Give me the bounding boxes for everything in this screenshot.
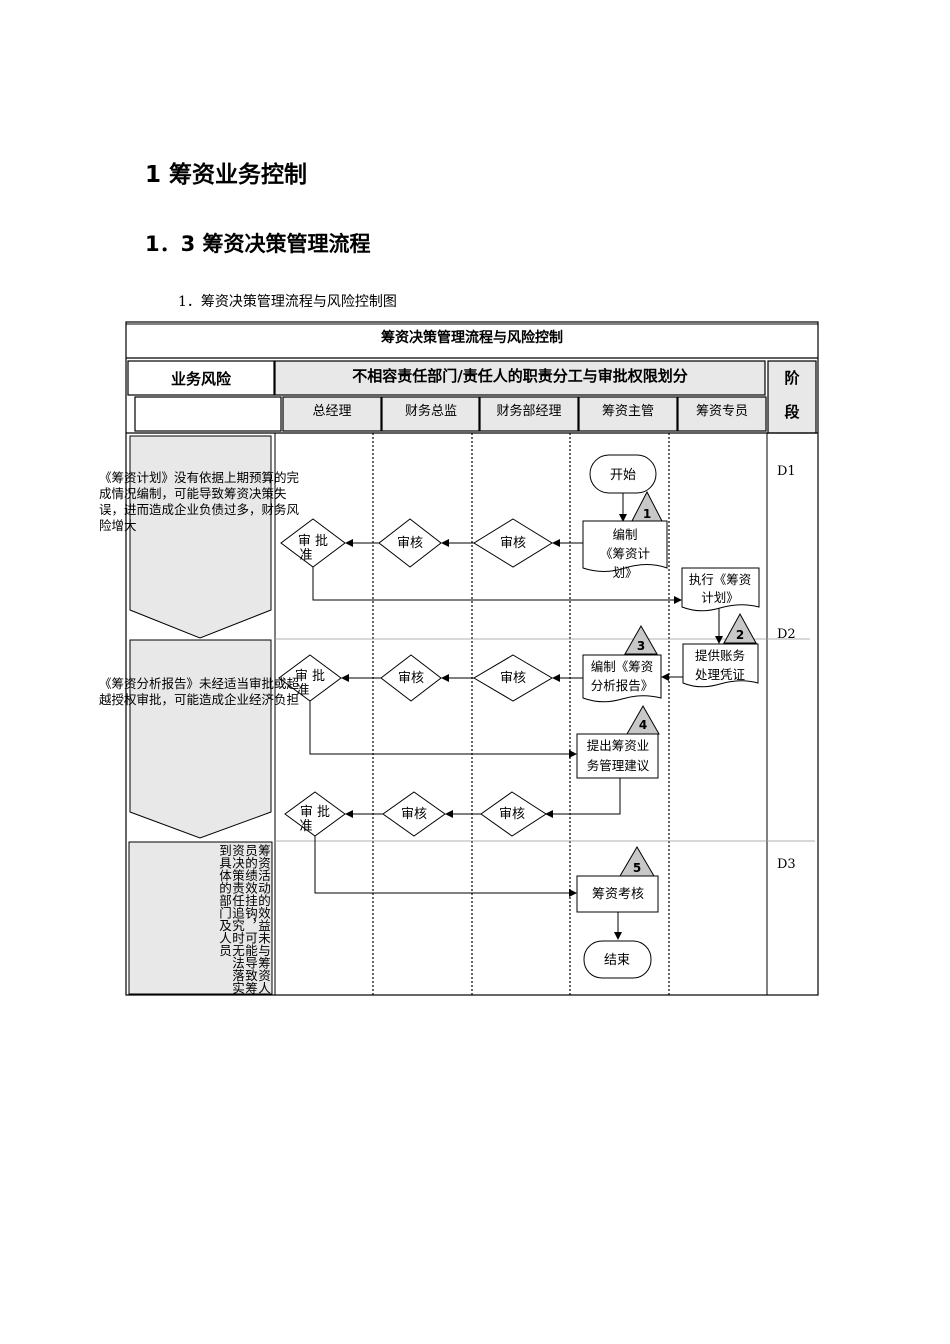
exec-plan-doc: [681, 567, 760, 612]
role-general-manager: 总经理: [312, 404, 351, 419]
risk-shape-1: [129, 435, 272, 639]
accounting-label-2: 处理凭证: [695, 667, 746, 682]
role-finance-director: 财务总监: [405, 403, 457, 419]
exec-plan-label-2: 计划》: [701, 590, 739, 605]
approve-d1-label-2: 准: [299, 548, 312, 563]
accounting-label-1: 提供账务: [695, 648, 745, 663]
role-financing-supervisor: 筹资主管: [602, 403, 654, 419]
end-label: 结束: [604, 953, 630, 968]
step4-label-1: 提出筹资业: [587, 738, 650, 753]
step1-doc: [582, 520, 668, 572]
marker-2: [723, 612, 757, 644]
step4-box: [576, 733, 659, 779]
risk-text-3: 筹资活动的效益未与筹资人员的绩效挂钩，可能导致筹资决策责任追究时无法落实到具体的…: [217, 844, 271, 994]
step3-label-2: 分析报告》: [591, 678, 654, 693]
approve-d2-2-label-1: 审 批: [300, 805, 330, 820]
risk-text-1: 《筹资计划》没有依据上期预算的完成情况编制，可能导致筹资决策失误，进而造成企业负…: [99, 470, 300, 533]
approve-d2-1-label-2: 准: [296, 683, 309, 698]
step3-label-1: 编制《筹资: [591, 659, 654, 674]
approve-d2-2-label-2: 准: [299, 819, 312, 834]
marker-3-label: 3: [637, 639, 645, 653]
stage-header: [767, 360, 817, 434]
role-finance-manager: 财务部经理: [496, 403, 561, 419]
figure-caption: 1．筹资决策管理流程与风险控制图: [178, 294, 397, 310]
marker-1-label: 1: [643, 507, 651, 521]
accounting-doc: [682, 643, 759, 688]
table-title: 筹资决策管理流程与风险控制: [381, 329, 563, 346]
marker-2-label: 2: [736, 628, 744, 642]
step1-label-1: 编制: [612, 527, 637, 542]
risk-header: 业务风险: [171, 370, 232, 388]
risk-shape-2: [129, 639, 272, 839]
review-d2-3-label: 审核: [499, 807, 525, 822]
role-financing-specialist: 筹资专员: [696, 403, 748, 419]
review-d2-1: [473, 654, 553, 702]
step4-label-2: 务管理建议: [587, 758, 650, 773]
stage-header-char-1: 阶: [784, 369, 800, 387]
heading-2: 1．3 筹资决策管理流程: [145, 232, 371, 256]
stage-d2: D2: [777, 627, 796, 642]
exec-plan-label-1: 执行《筹资: [689, 572, 752, 587]
heading-1: 1 筹资业务控制: [145, 162, 308, 188]
review-d1-1-label: 审核: [500, 536, 526, 551]
approve-d1-label-1: 审 批: [298, 534, 328, 549]
step1-label-3: 划》: [612, 565, 637, 580]
step3-doc: [582, 654, 662, 703]
review-d2-4: [382, 791, 446, 837]
end-node: [583, 940, 652, 979]
stage-d1: D1: [777, 464, 796, 479]
step5-box: [576, 875, 659, 913]
step1-label-2: 《筹资计: [600, 546, 650, 561]
review-d2-2: [380, 654, 442, 702]
duties-header: 不相容责任部门/责任人的职责分工与审批权限划分: [352, 367, 687, 385]
risk-text-2: 《筹资分析报告》未经适当审批或超越授权审批，可能造成企业经济负担: [99, 676, 300, 707]
review-d1-2-label: 审核: [397, 536, 423, 551]
stage-header-char-2: 段: [784, 403, 799, 421]
marker-5-label: 5: [633, 861, 641, 875]
risk-shape-3: [128, 841, 273, 995]
approve-d2-1-label-1: 审 批: [295, 669, 325, 684]
review-d1-1: [473, 518, 553, 568]
review-d2-2-label: 审核: [398, 671, 424, 686]
review-d2-4-label: 审核: [401, 807, 427, 822]
step5-label: 筹资考核: [592, 886, 644, 902]
marker-4-label: 4: [639, 718, 647, 732]
stage-d3: D3: [777, 857, 796, 872]
review-d1-2: [378, 518, 442, 568]
marker-3: [624, 624, 658, 655]
review-d2-1-label: 审核: [500, 671, 526, 686]
review-d2-3: [480, 791, 547, 837]
start-label: 开始: [610, 468, 636, 483]
